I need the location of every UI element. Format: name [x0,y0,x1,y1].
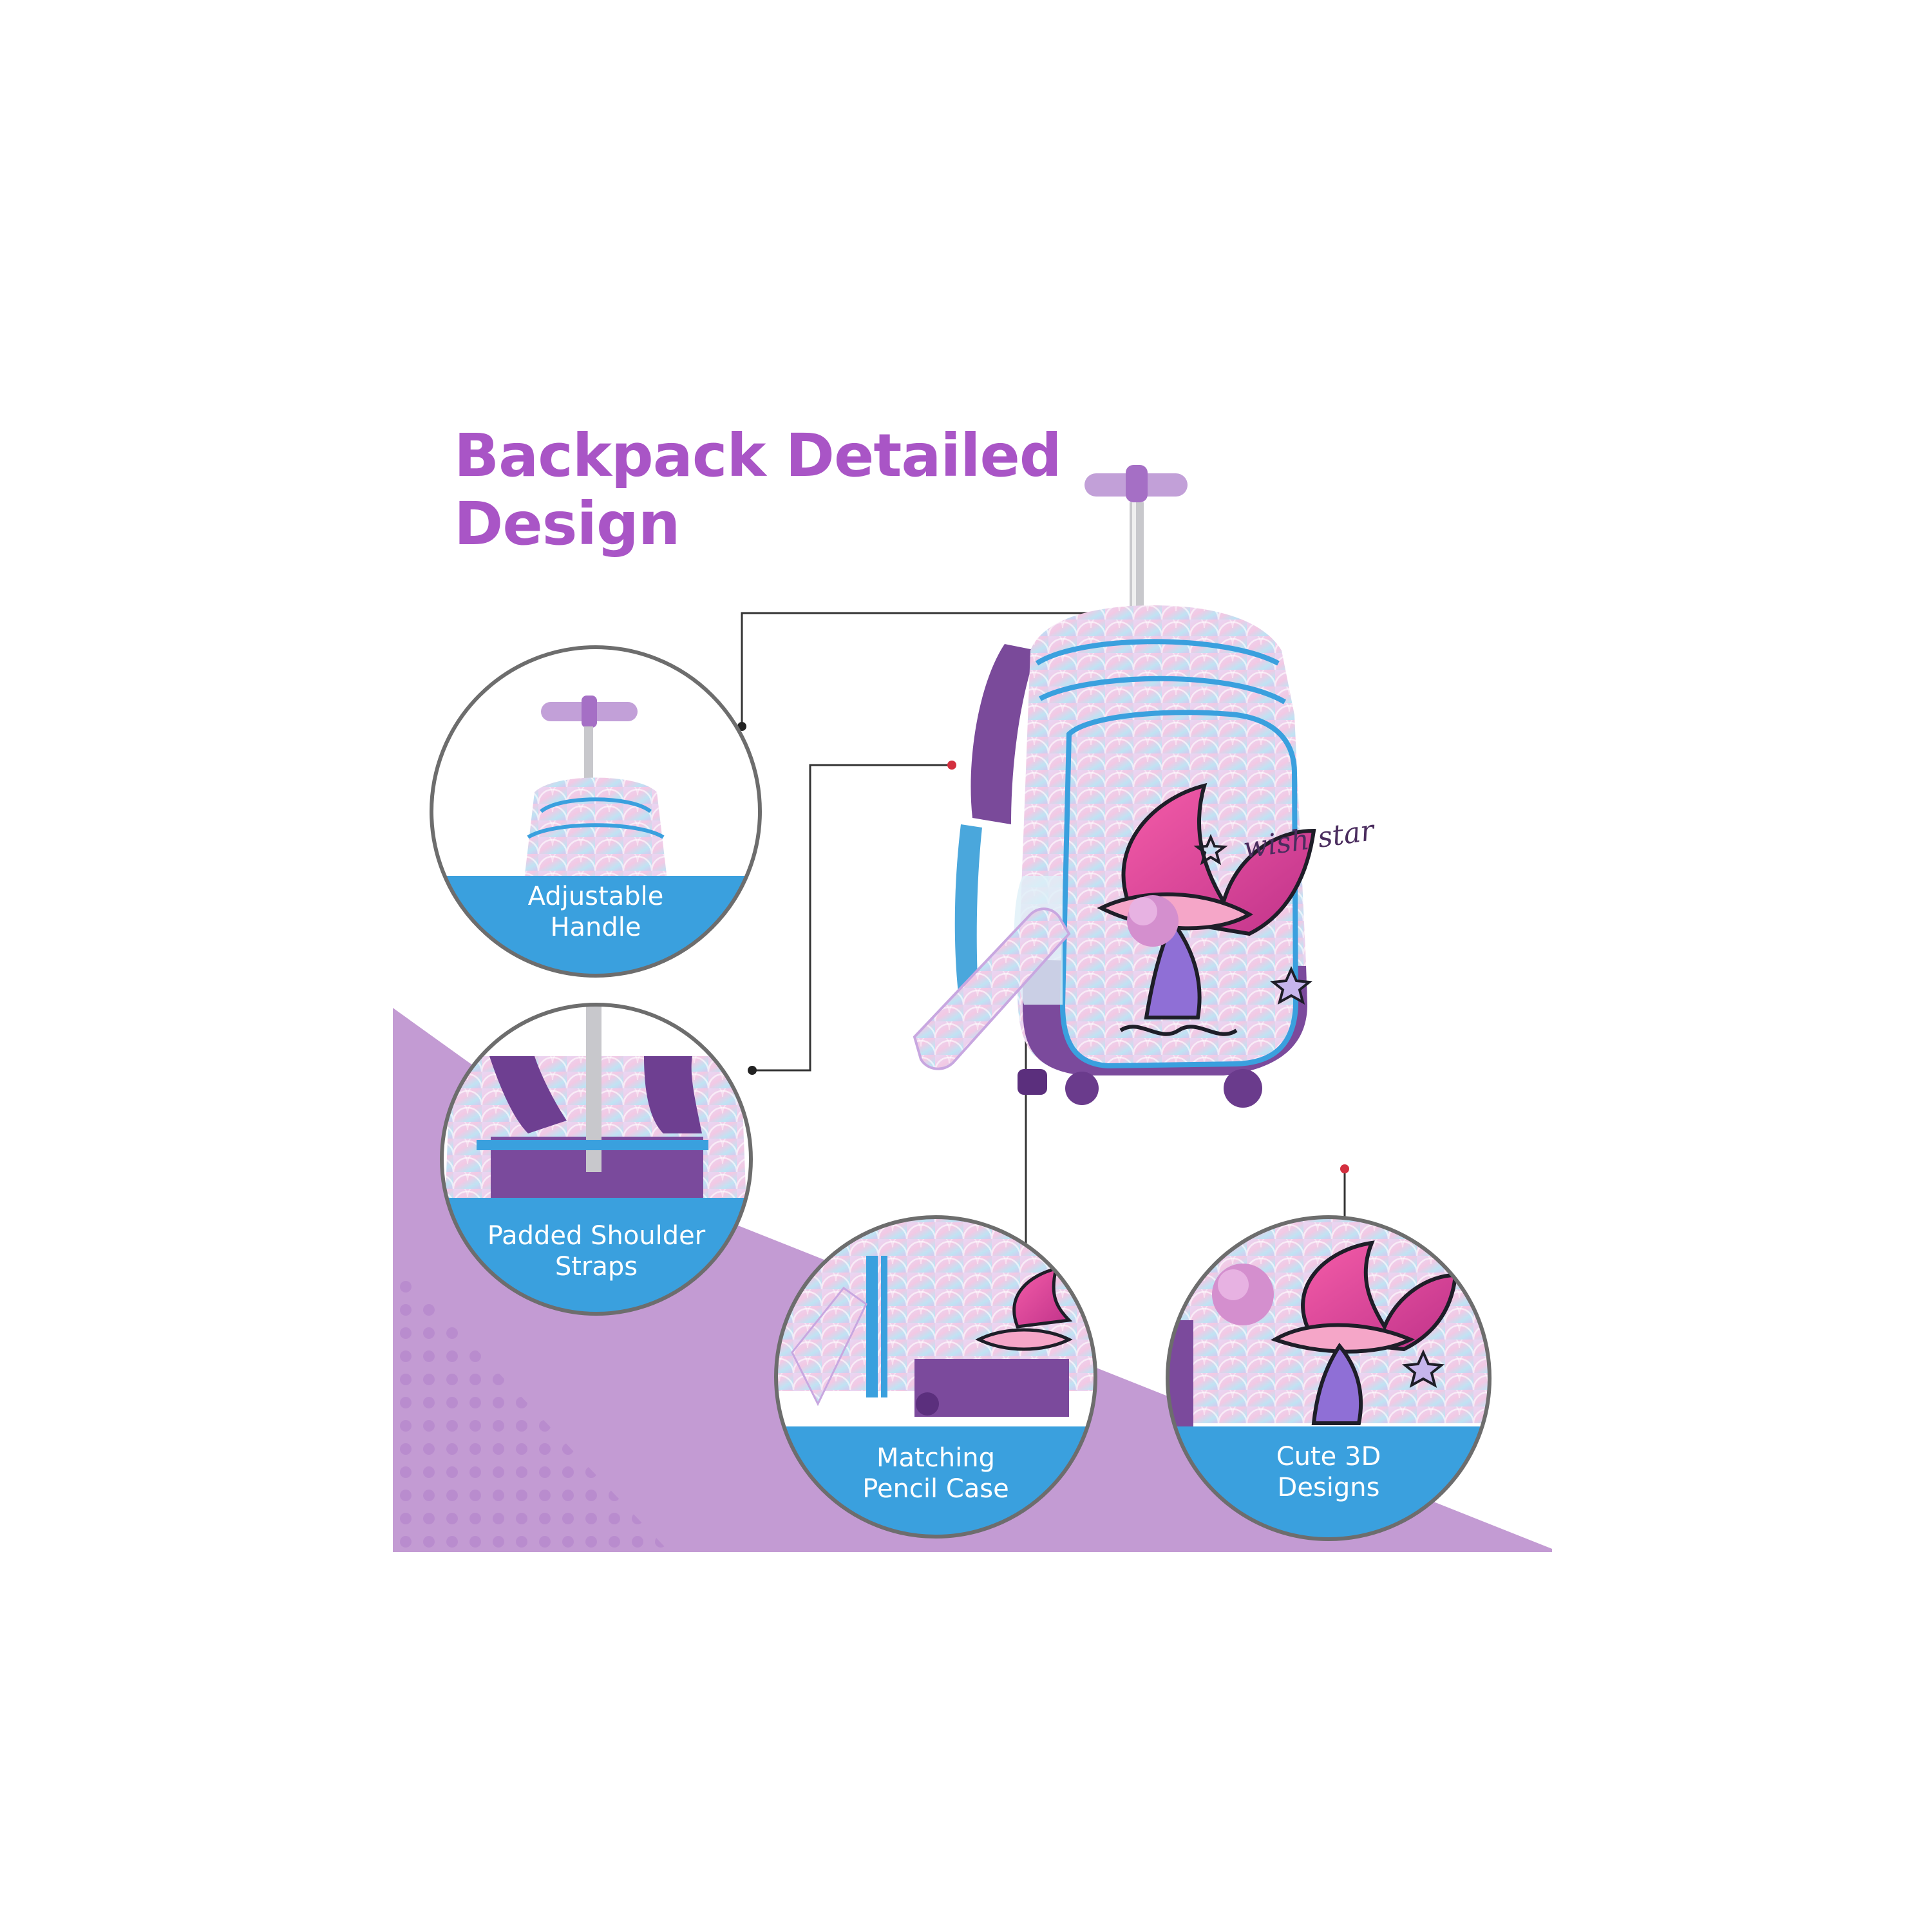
page-title: Backpack Detailed Design [454,421,1062,558]
feature-label-matching-pencil-case: Matching Pencil Case [792,1443,1079,1504]
title-line-1: Backpack Detailed [454,421,1062,490]
feature-label-line: Designs [1277,1473,1380,1502]
feature-label-line: Padded Shoulder [487,1221,706,1251]
feature-label-line: Handle [550,913,641,942]
purple-background [393,1008,1552,1552]
feature-label-line: Cute 3D [1276,1442,1381,1472]
feature-label-line: Straps [554,1252,638,1282]
title-line-2: Design [454,489,680,558]
circle-adjustable-handle [430,645,762,978]
feature-label-line: Matching [876,1443,995,1473]
feature-label-cute-3d-designs: Cute 3D Designs [1185,1441,1472,1503]
feature-label-adjustable-handle: Adjustable Handle [451,881,741,943]
main-backpack-photo [913,465,1316,1108]
circle-matching-pencil-case [774,1215,1097,1539]
feature-label-line: Adjustable [527,882,664,911]
feature-label-padded-shoulder-straps: Padded Shoulder Straps [451,1220,742,1282]
circle-cute-3d-designs [1166,1215,1492,1541]
feature-label-line: Pencil Case [862,1474,1009,1504]
circle-padded-shoulder-straps [440,1003,753,1316]
